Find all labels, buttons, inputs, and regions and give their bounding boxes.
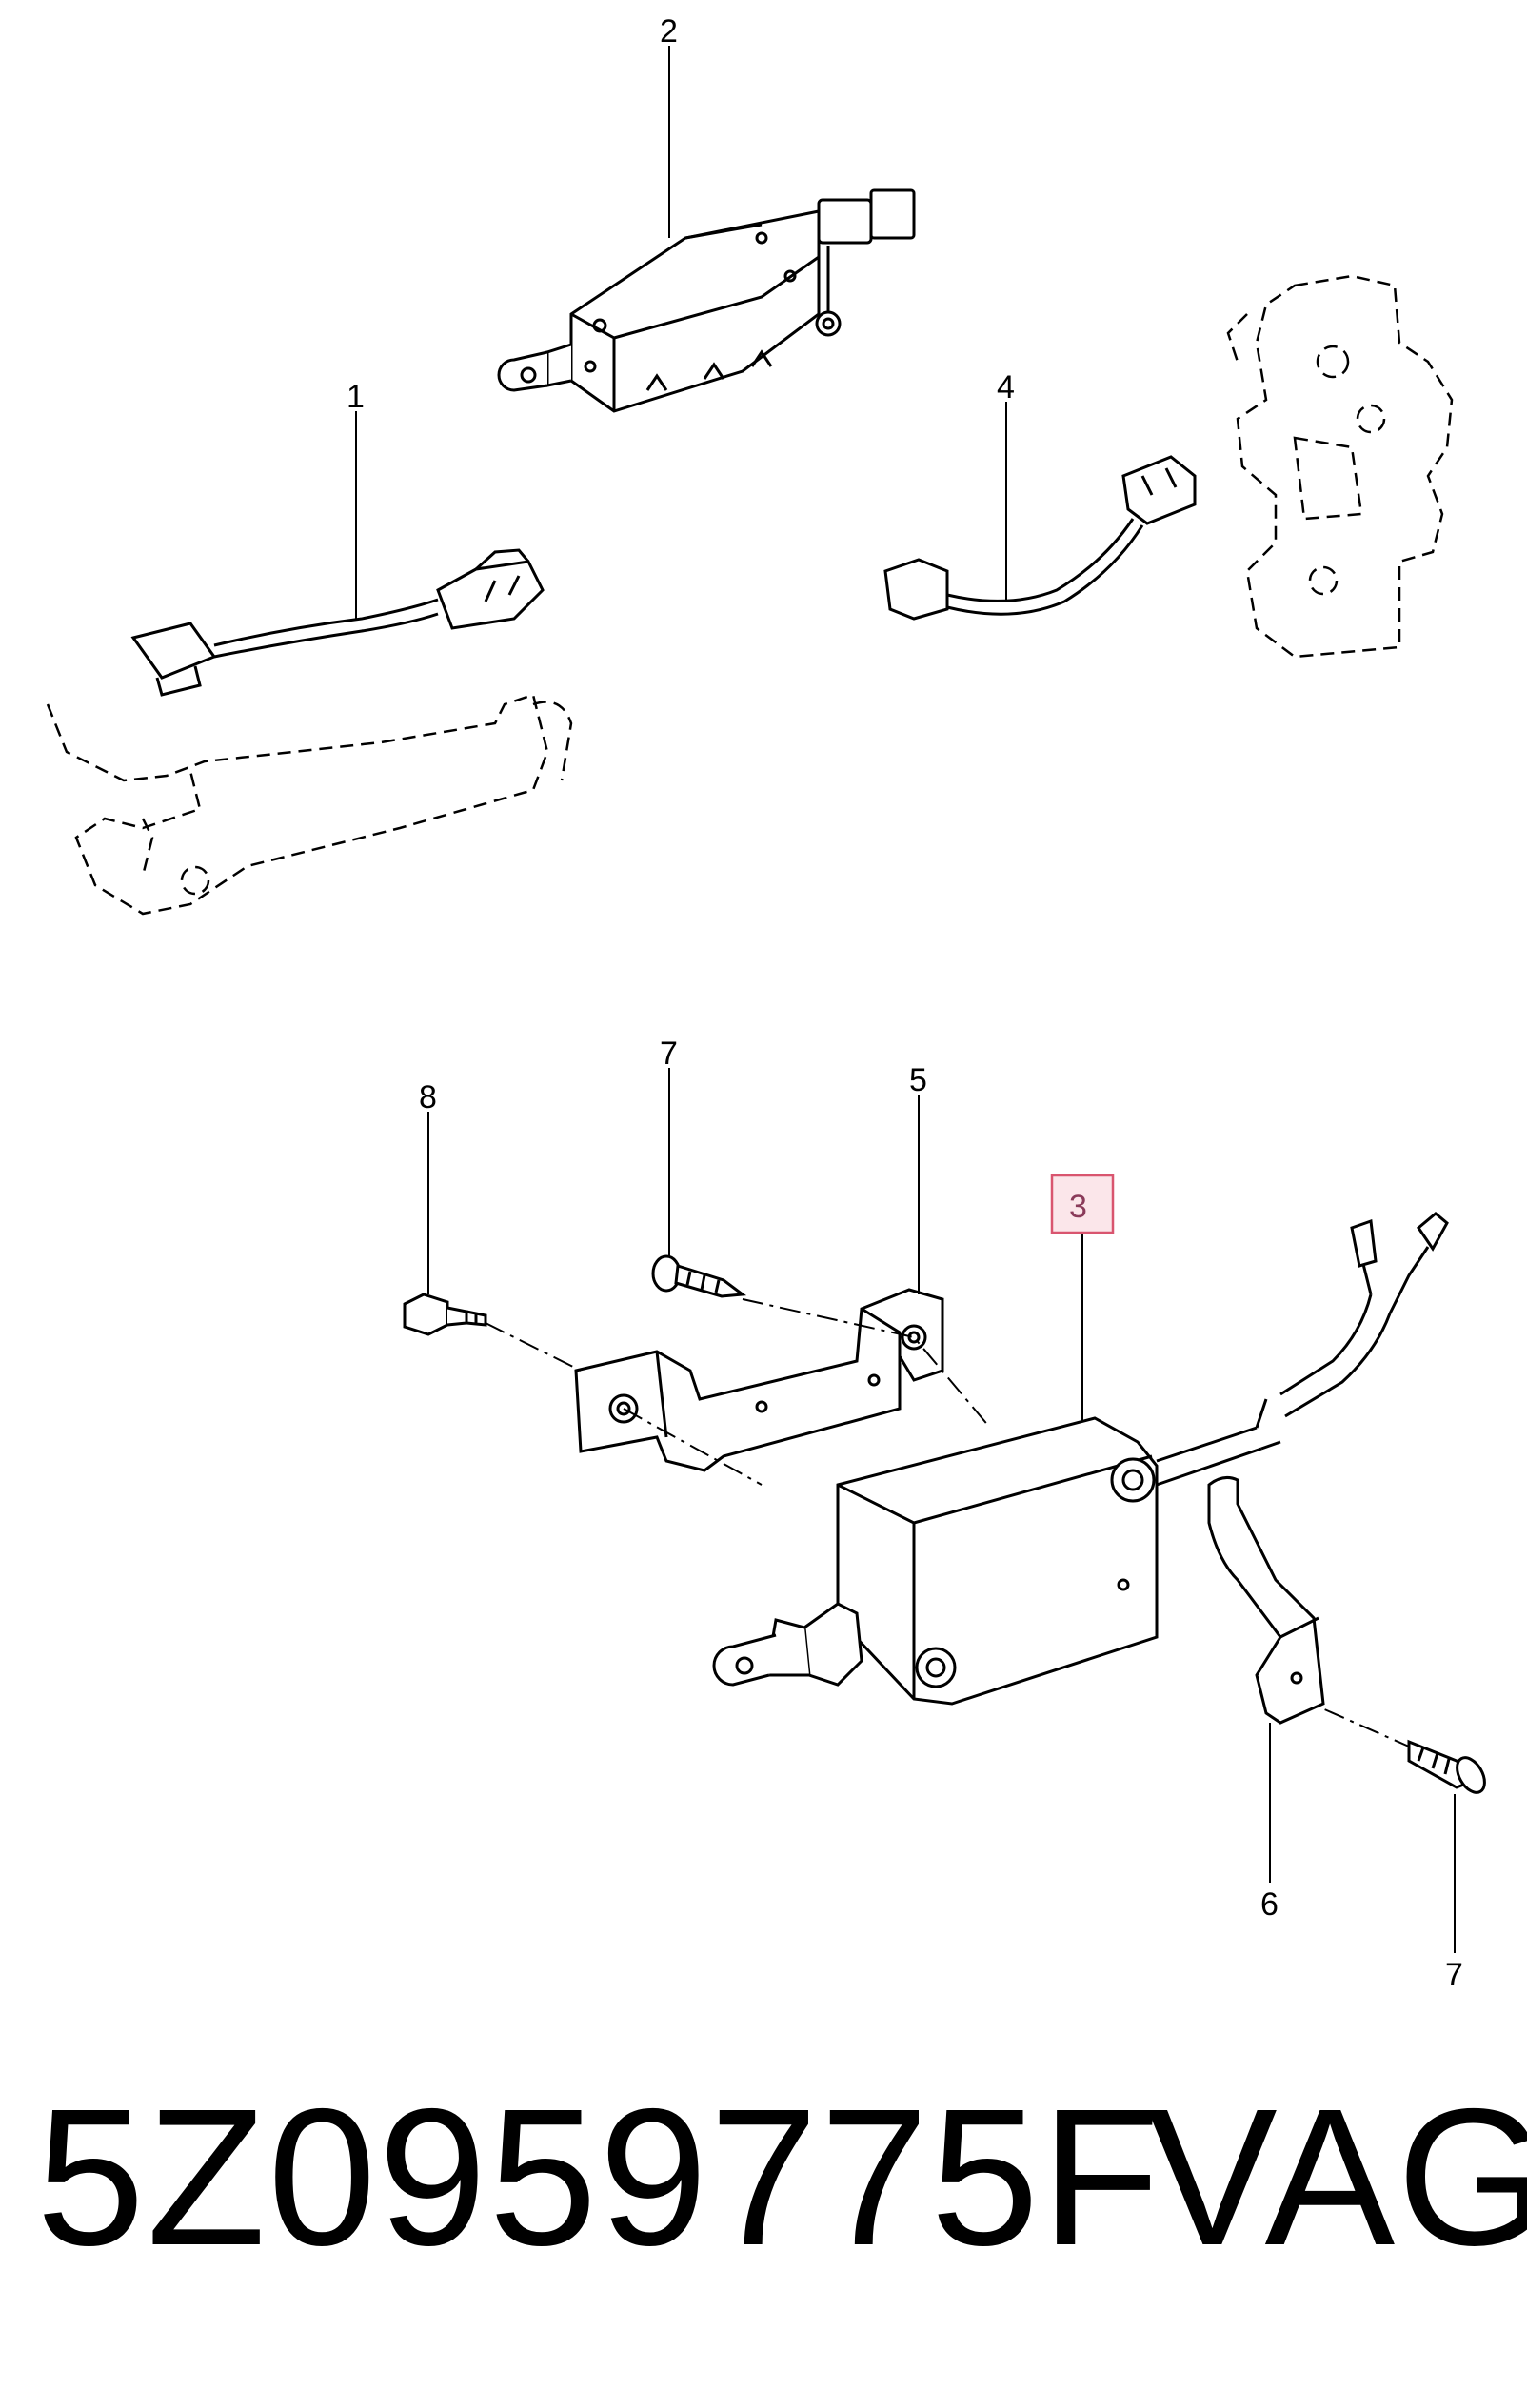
part-7-screw-bottom: [1407, 1739, 1486, 1794]
part-1-wiring-harness: [130, 548, 545, 697]
alignment-lines: [485, 1298, 1410, 1747]
part-2-actuator: [497, 188, 916, 413]
callout-5: 5: [909, 1062, 927, 1098]
callout-8: 8: [419, 1079, 437, 1115]
callout-3: 3: [1069, 1189, 1087, 1225]
callout-7-bottom: 7: [1445, 1957, 1463, 1993]
callout-1: 1: [347, 379, 365, 415]
callout-7-top: 7: [660, 1036, 678, 1072]
part-5-bracket: [574, 1288, 944, 1472]
callout-2: 2: [660, 13, 678, 49]
callout-3-highlight: [1050, 1174, 1115, 1234]
part-3-locking-actuator: [712, 1212, 1449, 1706]
door-lock-outline: [1226, 274, 1454, 659]
door-handle-outline: [46, 693, 573, 916]
part-6-bracket: [1207, 1475, 1325, 1725]
callout-4: 4: [997, 369, 1015, 405]
brand-label: VAG: [1147, 2068, 1527, 2286]
part-8-bolt: [403, 1293, 487, 1336]
callout-6: 6: [1260, 1886, 1279, 1923]
part-number: 5Z0959775F: [36, 2068, 1162, 2286]
part-7-screw-top: [651, 1254, 747, 1298]
part-4-wiring-harness: [883, 455, 1197, 621]
